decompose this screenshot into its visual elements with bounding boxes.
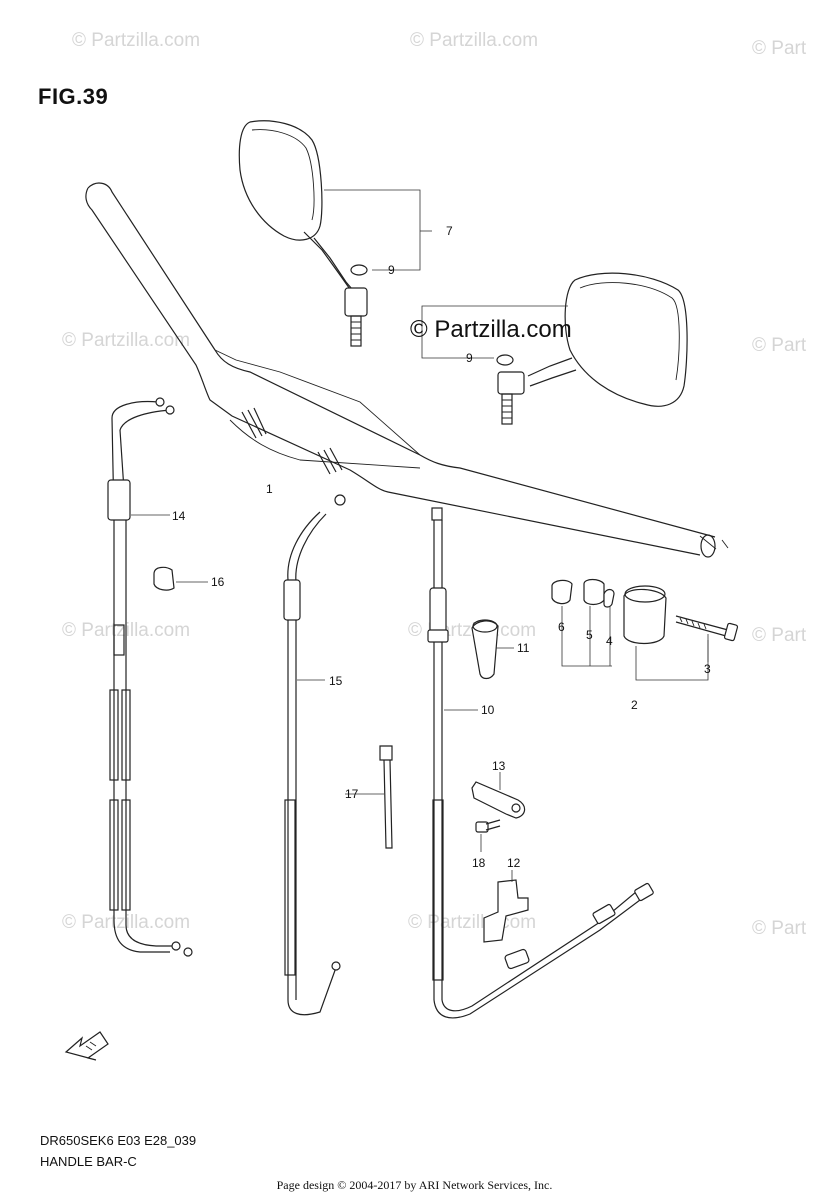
boot-part <box>471 619 514 680</box>
callout-13: 13 <box>492 759 506 773</box>
watermark: © Part <box>752 918 807 939</box>
throttle-cables-part <box>107 397 193 957</box>
callout-9: 9 <box>388 263 395 277</box>
handlebar-part <box>85 182 729 558</box>
left-mirror-part <box>238 120 432 347</box>
figure-title: FIG.39 <box>38 84 109 109</box>
bracket-13-part <box>471 772 526 819</box>
watermark: © Partzilla.com <box>72 30 201 51</box>
watermark: © Part <box>752 625 807 646</box>
callout-11: 11 <box>517 641 530 655</box>
cable-strap-part <box>345 745 393 849</box>
callout-10: 10 <box>481 703 495 717</box>
clamp-part <box>153 566 208 591</box>
bracket-12-part <box>483 870 529 943</box>
balancer-weight-part <box>551 578 739 681</box>
callout-1: 1 <box>266 482 273 496</box>
callout-2: 2 <box>631 698 638 712</box>
watermark: © Partzilla.com <box>410 30 539 51</box>
diagram-name: HANDLE BAR-C <box>40 1154 137 1169</box>
callout-17: 17 <box>345 787 359 801</box>
callout-14: 14 <box>172 509 186 523</box>
page-footer: Page design © 2004-2017 by ARI Network S… <box>276 1178 553 1192</box>
callout-16: 16 <box>211 575 225 589</box>
callout-5: 5 <box>586 628 593 642</box>
callout-15: 15 <box>329 674 343 688</box>
center-watermark: © Partzilla.com <box>410 316 572 343</box>
callout-18: 18 <box>472 856 486 870</box>
callout-3: 3 <box>704 662 711 676</box>
watermark: © Part <box>752 335 807 356</box>
callout-9: 9 <box>466 351 473 365</box>
callout-7: 7 <box>446 224 453 238</box>
callout-4: 4 <box>606 634 613 648</box>
bolt-18-part <box>475 819 501 852</box>
clutch-cable-part <box>427 507 654 1019</box>
watermark: © Partzilla.com <box>62 330 191 351</box>
right-mirror-part <box>421 272 688 425</box>
callout-6: 6 <box>558 620 565 634</box>
forward-arrow-icon <box>64 1031 109 1061</box>
model-code: DR650SEK6 E03 E28_039 <box>40 1133 197 1148</box>
cable-15-part <box>283 494 346 1016</box>
callout-12: 12 <box>507 856 521 870</box>
watermark: © Part <box>752 38 807 59</box>
